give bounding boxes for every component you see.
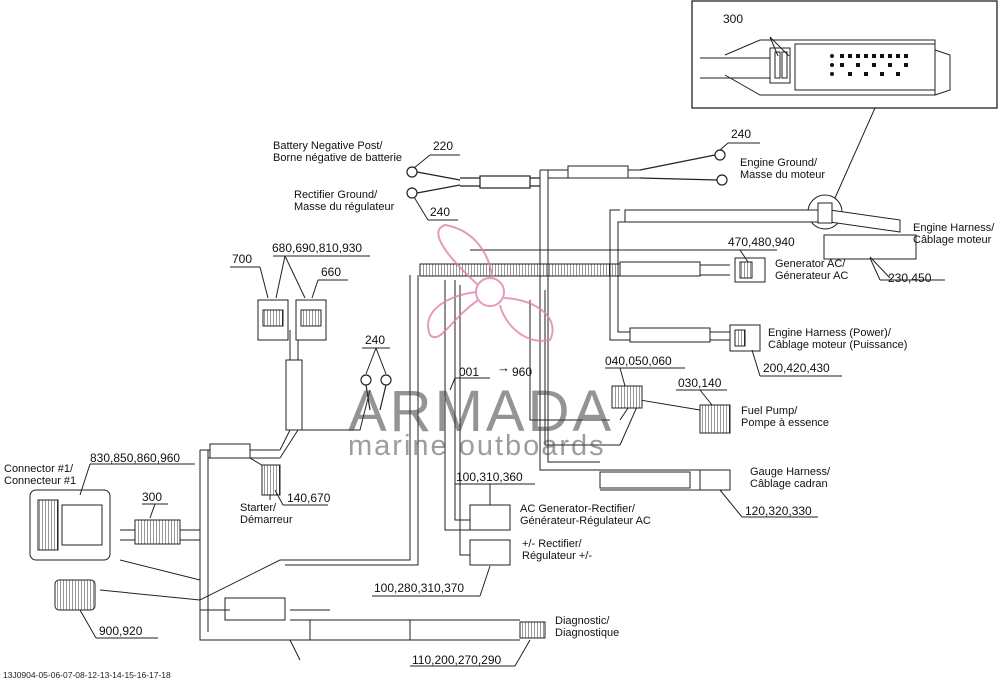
ac-gen-rectifier-label-2: Générateur-Régulateur AC: [520, 515, 651, 527]
right-connectors: [469, 257, 766, 639]
part-120: 120,320,330: [745, 504, 812, 518]
watermark-tagline: marine outboards: [348, 430, 606, 462]
left-harness: [99, 330, 520, 661]
rectifier-pm-label-2: Régulateur +/-: [522, 550, 593, 562]
battery-negative-label-2: Borne négative de batterie: [273, 152, 403, 164]
fuel-pump-label-1: Fuel Pump/: [741, 405, 798, 417]
part-100: 100,310,360: [456, 470, 523, 484]
figure-code: 13J0904-05-06-07-08-12-13-14-15-16-17-18: [3, 670, 171, 680]
engine-harness-connector: [624, 202, 917, 279]
inset-detail: [691, 0, 998, 109]
part-140: 140,670: [287, 491, 331, 505]
diagnostic-label-1: Diagnostic/: [555, 615, 610, 627]
fuel-pump-label-2: Pompe à essence: [741, 417, 830, 429]
part-240-rectifier: 240: [430, 205, 451, 219]
battery-negative-label-1: Battery Negative Post/: [273, 140, 383, 152]
watermark-propeller: [427, 223, 554, 342]
part-960: 960: [512, 365, 533, 379]
part-110: 110,200,270,290: [412, 653, 502, 667]
part-040: 040,050,060: [605, 354, 672, 368]
part-830: 830,850,860,960: [90, 451, 181, 465]
rectifier-ground-label-2: Masse du régulateur: [294, 201, 395, 213]
watermark-brand: ARMADA: [348, 379, 615, 444]
generator-ac-label-1: Generator AC/: [775, 258, 846, 270]
rectifier-ground-label-1: Rectifier Ground/: [294, 189, 378, 201]
engine-harness-label-1: Engine Harness/: [913, 222, 995, 234]
starter-label-1: Starter/: [240, 502, 277, 514]
engine-harness-label-2: Câblage moteur: [913, 234, 992, 246]
ring-terminals: [360, 149, 728, 411]
part-030: 030,140: [678, 376, 722, 390]
connector1-label-1: Connector #1/: [4, 463, 74, 475]
starter-label-2: Démarreur: [240, 514, 293, 526]
part-100b: 100,280,310,370: [374, 581, 465, 595]
part-300: 300: [142, 490, 163, 504]
rectifier-pm-label-1: +/- Rectifier/: [522, 538, 582, 550]
diagnostic-label-2: Diagnostique: [555, 627, 620, 639]
connector1-label-2: Connecteur #1: [4, 475, 77, 487]
inset-pins: [830, 54, 908, 76]
part-240-top: 240: [731, 127, 752, 141]
part-220: 220: [433, 139, 454, 153]
part-001: 001: [459, 365, 480, 379]
part-900: 900,920: [99, 624, 143, 638]
starter-connector: [249, 457, 281, 500]
gauge-harness-label-1: Gauge Harness/: [750, 466, 831, 478]
leader-lines: [79, 142, 945, 667]
connector-1: [29, 489, 111, 611]
part-200: 200,420,430: [763, 361, 830, 375]
part-680: 680,690,810,930: [272, 241, 363, 255]
engine-ground-label-2: Masse du moteur: [740, 169, 825, 181]
engine-harness-power-label-2: Câblage moteur (Puissance): [768, 339, 908, 351]
ac-gen-rectifier-label-1: AC Generator-Rectifier/: [520, 503, 635, 515]
gauge-harness-label-2: Câblage cadran: [750, 478, 828, 490]
connectors-700-680: [257, 299, 327, 341]
part-470: 470,480,940: [728, 235, 795, 249]
engine-harness-power-label-1: Engine Harness (Power)/: [768, 327, 891, 339]
part-240-mid: 240: [365, 333, 386, 347]
part-230: 230,450: [888, 271, 932, 285]
part-700: 700: [232, 252, 253, 266]
inset-part-number: 300: [723, 12, 744, 26]
generator-ac-label-2: Génerateur AC: [775, 270, 849, 282]
arrow-icon: →: [497, 360, 510, 375]
part-660: 660: [321, 265, 342, 279]
engine-ground-label-1: Engine Ground/: [740, 157, 818, 169]
